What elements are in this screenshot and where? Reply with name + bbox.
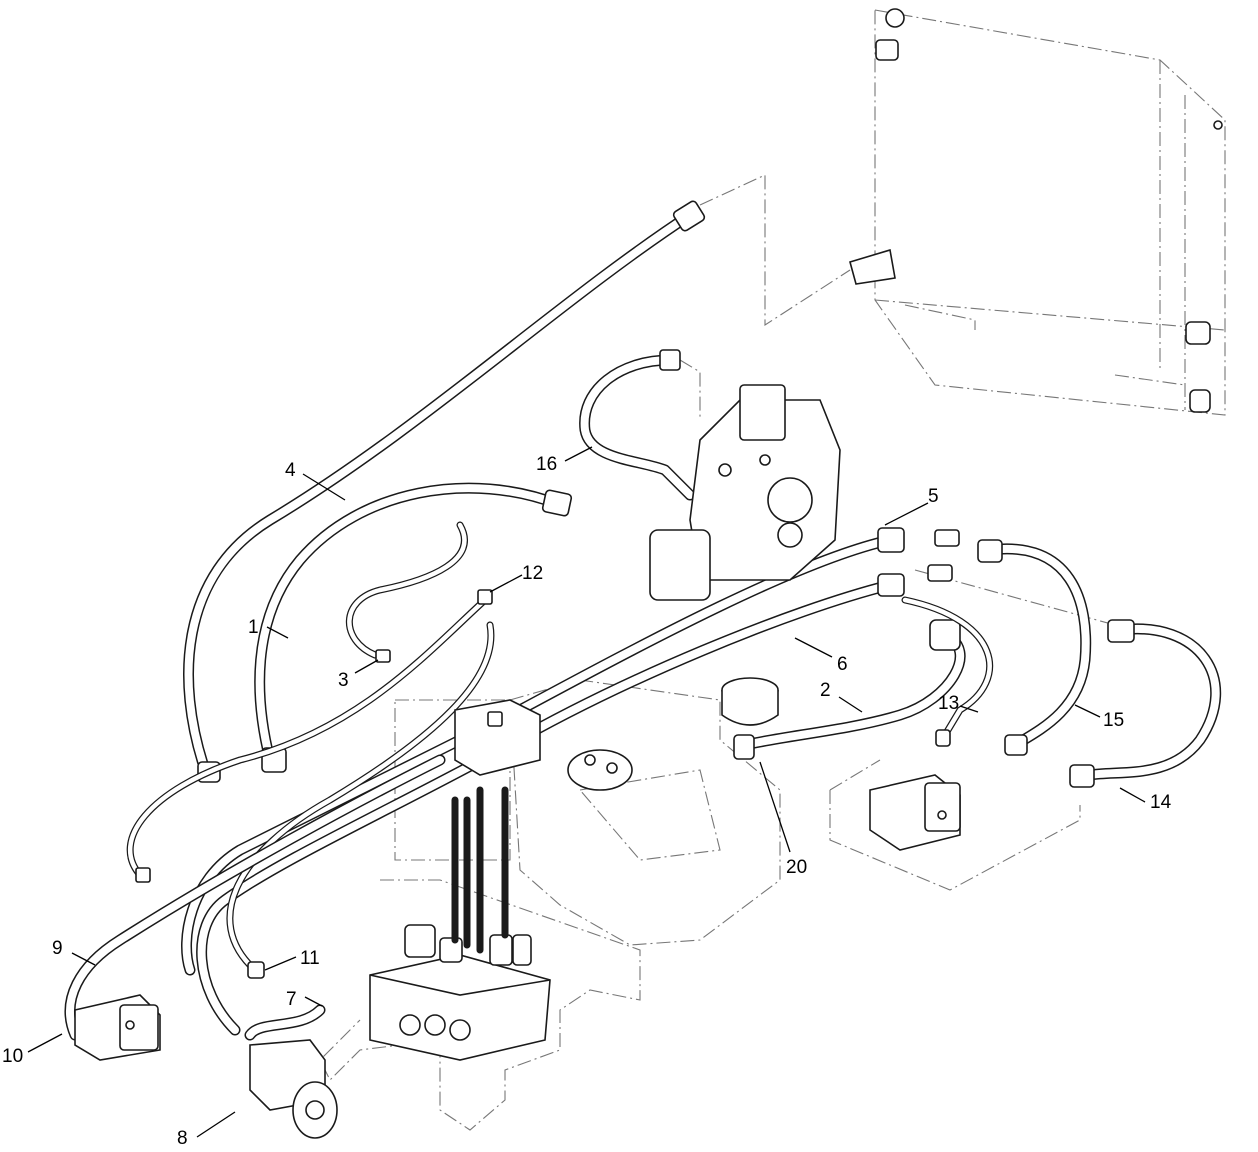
hose-9: [64, 754, 446, 1041]
hose-6: [196, 573, 905, 1036]
callout-15: 15: [1103, 710, 1124, 731]
mounting-bracket-phantom: [319, 879, 641, 1131]
hydrostatic-pump: [649, 384, 841, 601]
callout-14: 14: [1150, 792, 1172, 813]
callout-1: 1: [248, 617, 259, 638]
hose-15: [977, 539, 1092, 756]
straight-fittings: [927, 529, 960, 582]
valve-manifold-lower: [369, 924, 551, 1061]
hose-13: [901, 596, 994, 747]
callout-16: 16: [536, 454, 557, 475]
callout-20: 20: [786, 857, 807, 878]
callout-8: 8: [177, 1128, 188, 1149]
hose-2: [733, 619, 966, 760]
callout-6: 6: [837, 654, 848, 675]
callout-5: 5: [928, 486, 939, 507]
callout-4: 4: [285, 460, 296, 481]
hose-14: [1069, 619, 1222, 788]
tank-filter-head: [567, 749, 633, 791]
hose-11: [226, 621, 495, 979]
hose-12: [126, 589, 493, 883]
hose-7: [244, 1004, 326, 1041]
gear-pump-right: [869, 774, 961, 851]
callout-9: 9: [52, 938, 63, 959]
hose-16: [579, 349, 696, 501]
callout-3: 3: [338, 670, 349, 691]
wheel-motor: [249, 1039, 338, 1139]
callout-12: 12: [522, 563, 543, 584]
gear-pump-left: [74, 994, 161, 1061]
callout-10: 10: [2, 1046, 23, 1067]
callout-2: 2: [820, 680, 831, 701]
valve-manifold-upper: [454, 699, 541, 776]
hose-5: [181, 527, 905, 976]
callout-11: 11: [300, 948, 320, 969]
hose-3: [345, 521, 468, 663]
callout-leaders: [27, 446, 1146, 1138]
expansion-tank-cap: [721, 677, 779, 726]
callout-labels: 1 2 3 4 5 6 7 8 9 10 11 12 13 14 15 16 2…: [2, 454, 1172, 1149]
valve-tubes: [451, 786, 509, 954]
callout-7: 7: [286, 989, 297, 1010]
callout-13: 13: [938, 693, 959, 714]
radiator-phantom: [849, 8, 1226, 416]
